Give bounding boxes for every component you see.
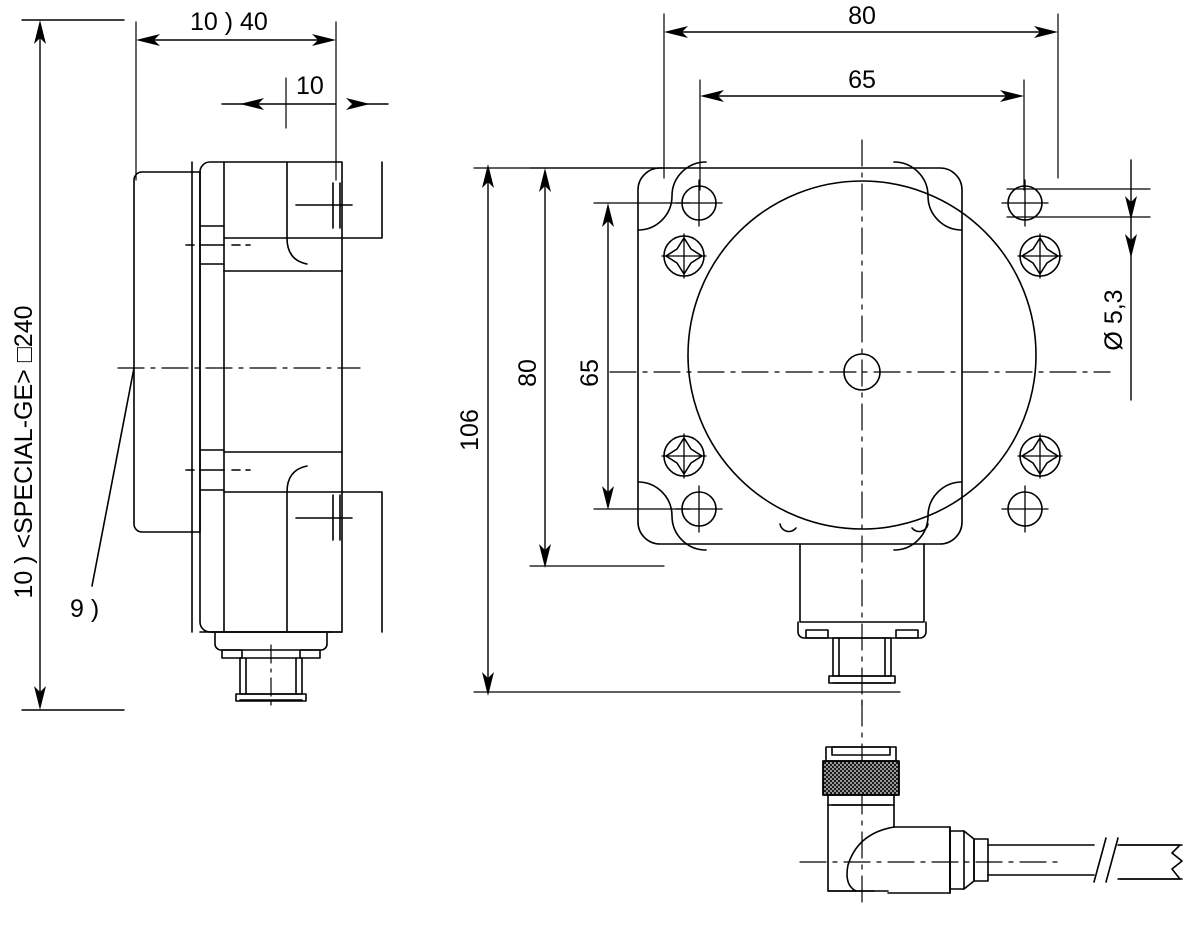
side-view-geometry [117,161,383,711]
label-pitch-65-left: 65 [576,359,604,387]
m12-angled-connector [799,699,1183,909]
phillips-screw-top-right [1017,233,1063,279]
dimension-height-80-vertical [529,167,665,568]
label-height-106: 106 [456,409,484,451]
label-depth-10-40: 10 ) 40 [190,8,268,36]
phillips-screw-top-left [661,233,707,279]
dimension-overall-height-special [21,19,125,711]
phillips-screw-bottom-left [661,433,707,479]
dimension-hole-pitch-65-vertical [593,202,691,510]
leader-note-9 [91,367,135,587]
label-note-9: 9 ) [70,595,99,623]
dimension-depth-10-40 [135,21,337,181]
label-width-80: 80 [848,2,876,30]
dimension-width-80 [663,13,1059,179]
dimension-hole-diameter-5-3 [1006,159,1151,401]
label-height-80: 80 [514,359,542,387]
label-flange-10: 10 [296,72,324,100]
dimension-flange-10 [221,77,389,129]
label-overall-height-special: 10 ) <SPECIAL-GE> □240 [10,305,38,598]
label-hole-diameter: Ø 5,3 [1100,289,1128,350]
phillips-screw-bottom-right [1017,433,1063,479]
dimension-hole-pitch-65-horizontal [699,79,1025,191]
label-pitch-65-top: 65 [848,66,876,94]
front-view-geometry [609,139,1111,713]
